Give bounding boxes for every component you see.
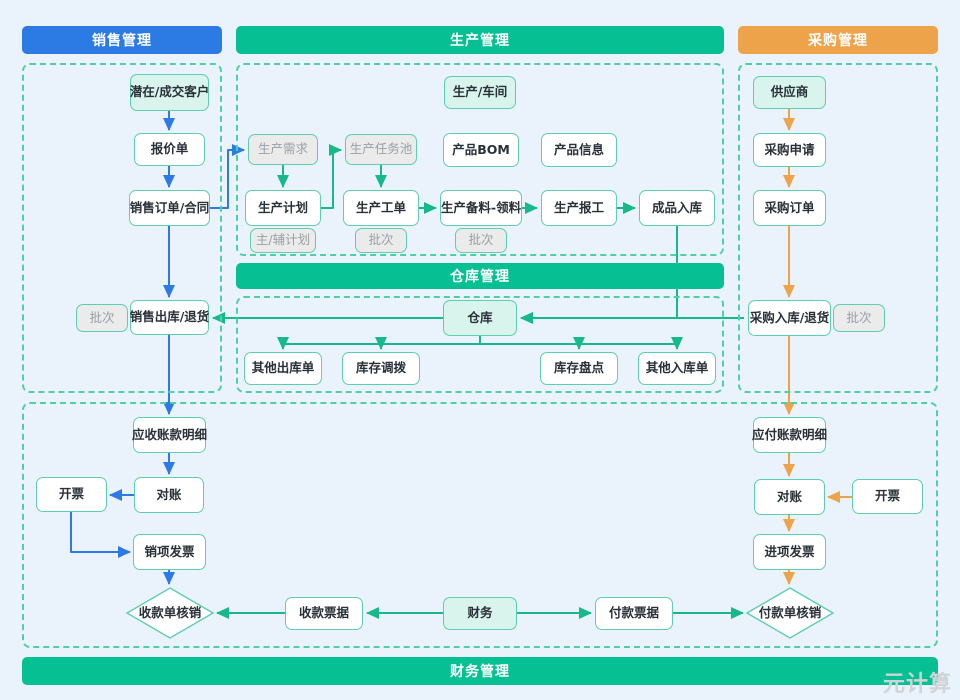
node-n-po-batch: 批次 <box>833 304 885 332</box>
watermark: 元计算 <box>882 672 952 697</box>
node-n-supplier[interactable]: 供应商 <box>753 76 826 109</box>
node-n-other-out[interactable]: 其他出库单 <box>244 352 322 385</box>
section-banner-finance: 财务管理 <box>22 657 938 685</box>
node-n-work-order[interactable]: 生产工单 <box>343 190 419 226</box>
node-n-product-info[interactable]: 产品信息 <box>541 133 617 167</box>
group-warehouse-group <box>236 296 724 393</box>
node-n-quote[interactable]: 报价单 <box>134 133 205 166</box>
node-n-purchase-invoice[interactable]: 进项发票 <box>753 534 826 570</box>
node-label: 收款单核销 <box>138 604 202 620</box>
node-n-ar-writeoff[interactable]: 收款单核销 <box>126 587 214 639</box>
node-n-workshop[interactable]: 生产/车间 <box>444 76 516 109</box>
group-finance-group <box>22 402 938 648</box>
node-n-customer[interactable]: 潜在/成交客户 <box>130 74 209 111</box>
section-banner-purchase: 采购管理 <box>738 26 938 54</box>
node-label: 付款单核销 <box>758 604 822 620</box>
section-banner-production: 生产管理 <box>236 26 724 54</box>
node-n-sales-batch: 批次 <box>76 304 128 332</box>
node-n-po[interactable]: 采购订单 <box>753 190 826 226</box>
node-n-ar-detail[interactable]: 应收账款明细 <box>132 417 207 453</box>
node-n-stock-move[interactable]: 库存调拨 <box>342 352 420 385</box>
node-n-prod-demand: 生产需求 <box>248 134 318 165</box>
node-n-ar-recon[interactable]: 对账 <box>134 477 204 513</box>
node-n-ap-recon[interactable]: 对账 <box>754 479 825 515</box>
node-n-wo-batch: 批次 <box>355 228 407 253</box>
node-n-report-work[interactable]: 生产报工 <box>541 190 617 226</box>
node-n-payment-doc[interactable]: 付款票据 <box>595 597 673 630</box>
node-n-prep-pick[interactable]: 生产备料-领料 <box>440 190 522 226</box>
node-n-plan-sub: 主/辅计划 <box>250 228 316 253</box>
group-production-group <box>236 63 724 256</box>
group-purchase-group <box>738 63 938 393</box>
section-banner-warehouse: 仓库管理 <box>236 263 724 289</box>
node-n-pr[interactable]: 采购申请 <box>753 133 826 167</box>
node-n-finance[interactable]: 财务 <box>443 597 517 630</box>
node-n-fg-in[interactable]: 成品入库 <box>639 190 715 226</box>
section-banner-sales: 销售管理 <box>22 26 222 54</box>
node-n-sales-invoice[interactable]: 销项发票 <box>133 534 206 570</box>
node-n-sales-out[interactable]: 销售出库/退货 <box>130 300 209 335</box>
group-sales-group <box>22 63 222 393</box>
node-n-sales-order[interactable]: 销售订单/合同 <box>129 190 210 226</box>
node-n-ar-invoice[interactable]: 开票 <box>36 477 107 512</box>
node-n-warehouse[interactable]: 仓库 <box>443 300 517 336</box>
node-n-task-pool: 生产任务池 <box>345 134 417 165</box>
node-n-receipt-doc[interactable]: 收款票据 <box>285 597 363 630</box>
node-n-stock-count[interactable]: 库存盘点 <box>540 352 618 385</box>
node-n-ap-writeoff[interactable]: 付款单核销 <box>746 587 834 639</box>
node-n-po-in[interactable]: 采购入库/退货 <box>748 300 831 336</box>
node-n-prod-plan[interactable]: 生产计划 <box>245 190 321 226</box>
node-n-bom[interactable]: 产品BOM <box>443 133 519 167</box>
node-n-other-in[interactable]: 其他入库单 <box>638 352 716 385</box>
node-n-ap-invoice[interactable]: 开票 <box>852 479 923 514</box>
node-n-pp-batch: 批次 <box>455 228 507 253</box>
node-n-ap-detail[interactable]: 应付账款明细 <box>752 417 827 453</box>
